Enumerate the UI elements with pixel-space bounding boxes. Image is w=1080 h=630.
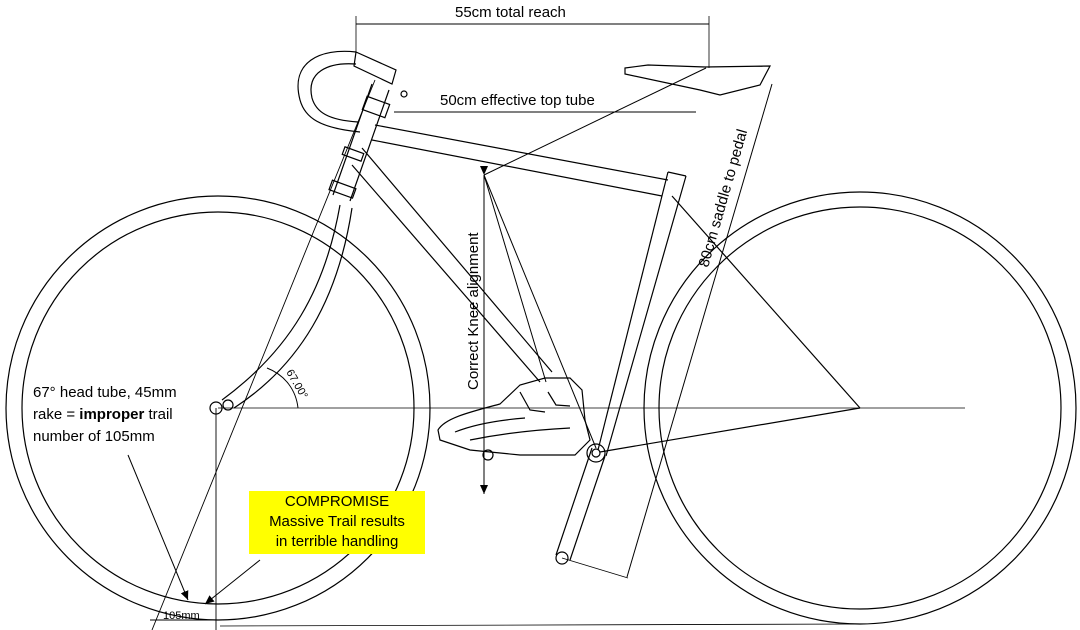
compromise-callout: COMPROMISE Massive Trail results in terr… (249, 491, 425, 554)
saddle-to-pedal-dimension (626, 83, 773, 578)
note-line-3: number of 105mm (33, 428, 155, 445)
callout-line-2: Massive Trail results (269, 513, 405, 530)
top-tube (371, 124, 669, 197)
note-line-2: rake = improper trail (33, 406, 173, 423)
crank-arm (555, 443, 606, 565)
knee-alignment-label: Correct Knee alignment (465, 232, 482, 390)
steering-axis-line (151, 79, 376, 630)
seat-stays (671, 195, 861, 409)
head-angle-arc (266, 367, 299, 409)
head-angle-label: 67.00° (283, 368, 309, 402)
improper-emphasis: improper (79, 406, 145, 423)
head-tube (328, 83, 391, 202)
total-reach-label: 55cm total reach (455, 4, 566, 21)
effective-top-tube-label: 50cm effective top tube (440, 92, 595, 109)
fork (209, 204, 353, 415)
down-tube (351, 147, 553, 383)
callout-line-3: in terrible handling (275, 533, 399, 550)
callout-line-1: COMPROMISE (284, 493, 390, 510)
trail-measure-label: 105mm (163, 610, 200, 622)
chain-stays (599, 407, 861, 453)
stem-and-bars (297, 50, 408, 133)
head-tube-note: 67° head tube, 45mm rake = improper trai… (33, 382, 177, 448)
note-line-1: 67° head tube, 45mm (33, 384, 177, 401)
seat-tube (597, 171, 687, 457)
shoe (437, 377, 591, 461)
saddle (624, 64, 772, 96)
